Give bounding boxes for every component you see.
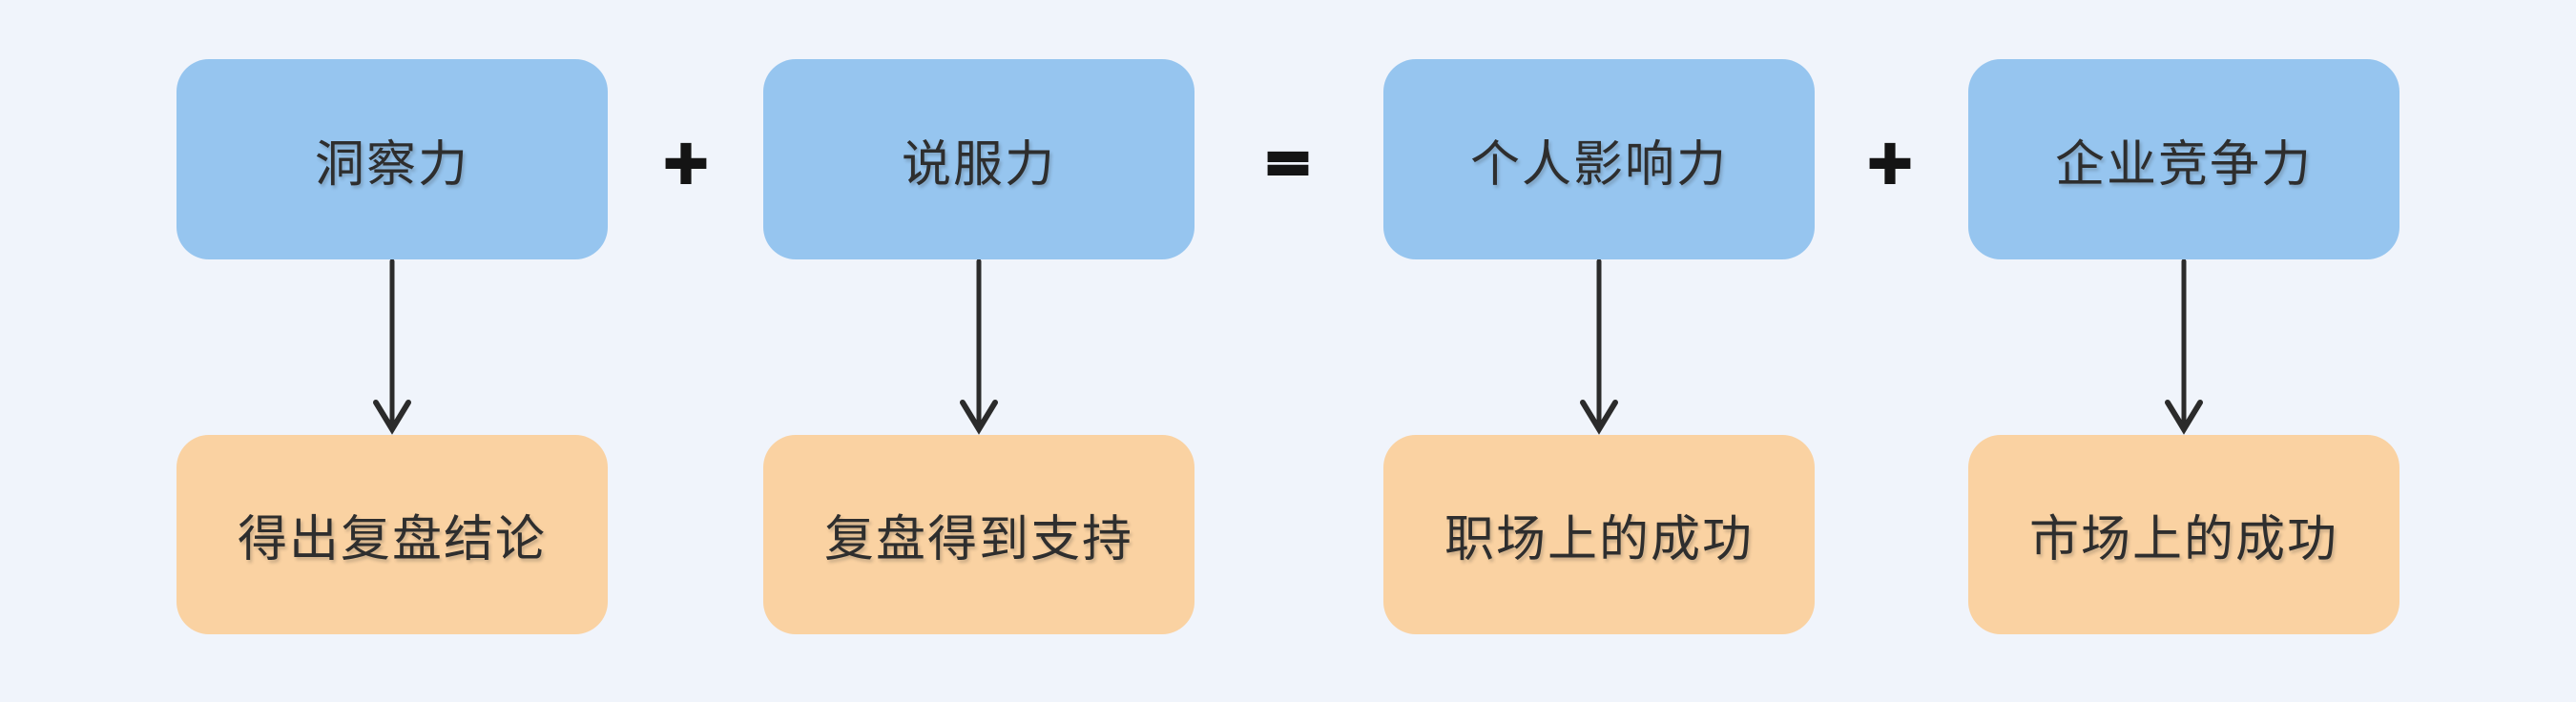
flow-column-insight: 洞察力 得出复盘结论 (177, 59, 608, 634)
flow-column-enterprise-competitiveness: 企业竞争力 市场上的成功 (1968, 59, 2399, 634)
down-arrow-icon (960, 259, 998, 435)
node-workplace-success: 职场上的成功 (1383, 435, 1815, 634)
node-enterprise-competitiveness: 企业竞争力 (1968, 59, 2399, 259)
plus-operator-1: + (659, 127, 713, 196)
node-personal-influence: 个人影响力 (1383, 59, 1815, 259)
node-review-support: 复盘得到支持 (763, 435, 1195, 634)
down-arrow-icon (2165, 259, 2203, 435)
node-market-success: 市场上的成功 (1968, 435, 2399, 634)
node-insight: 洞察力 (177, 59, 608, 259)
down-arrow-icon (1580, 259, 1618, 435)
node-review-conclusion: 得出复盘结论 (177, 435, 608, 634)
flow-column-persuasion: 说服力 复盘得到支持 (763, 59, 1195, 634)
equals-operator: = (1261, 127, 1315, 196)
plus-operator-2: + (1863, 127, 1917, 196)
flow-column-personal-influence: 个人影响力 职场上的成功 (1383, 59, 1815, 634)
node-persuasion: 说服力 (763, 59, 1195, 259)
down-arrow-icon (373, 259, 411, 435)
